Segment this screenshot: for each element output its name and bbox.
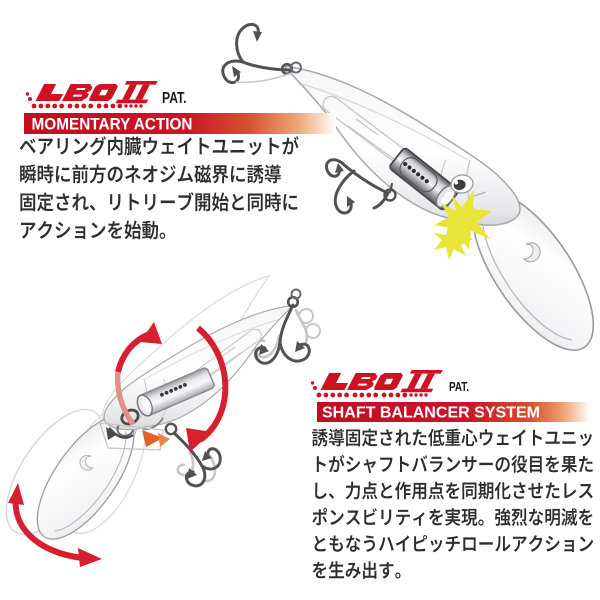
svg-text:MOMENTARY ACTION: MOMENTARY ACTION <box>32 116 193 134</box>
svg-text:SHAFT BALANCER SYSTEM: SHAFT BALANCER SYSTEM <box>322 405 540 422</box>
svg-text:PAT.: PAT. <box>449 380 469 394</box>
svg-text:PAT.: PAT. <box>162 90 187 107</box>
